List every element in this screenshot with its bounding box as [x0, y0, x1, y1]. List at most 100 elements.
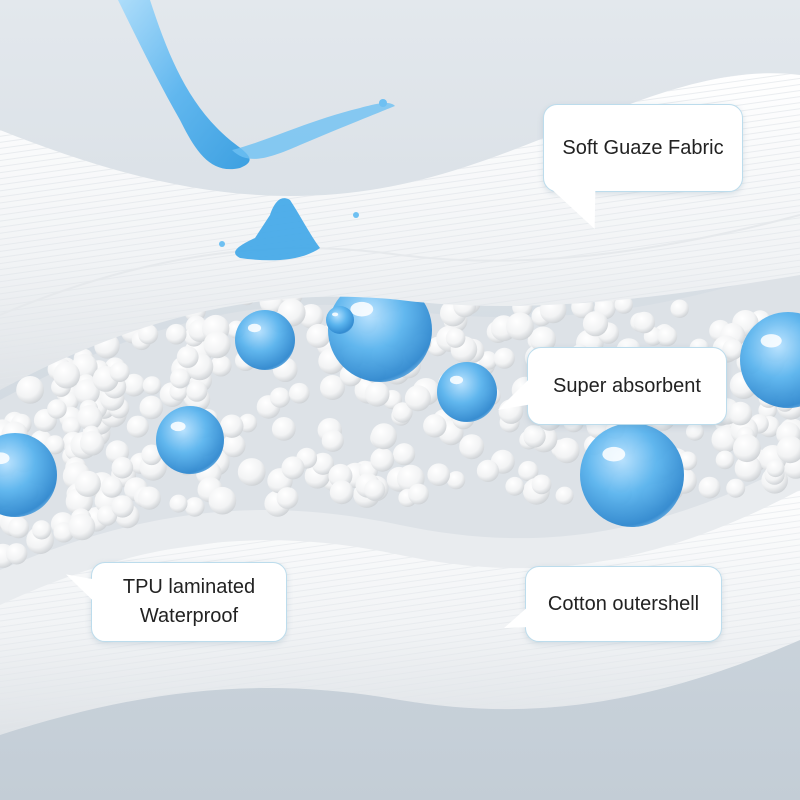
white-bead-icon [47, 399, 67, 419]
tpu-label-line2: Waterproof [139, 605, 239, 627]
white-bead-icon [109, 362, 130, 382]
white-bead-icon [203, 331, 231, 359]
white-bead-icon [208, 486, 237, 515]
cotton-outershell-callout: Cotton outershell [525, 566, 722, 642]
white-bead-icon [281, 456, 305, 480]
white-bead-icon [169, 494, 188, 513]
white-bead-icon [476, 459, 499, 482]
white-bead-icon [734, 455, 762, 482]
white-bead-icon [5, 543, 28, 565]
white-bead-icon [447, 471, 466, 490]
gel-bead-highlight [332, 312, 339, 317]
white-bead-icon [8, 517, 29, 539]
white-bead-icon [165, 323, 187, 345]
white-bead-icon [715, 450, 735, 470]
white-bead-icon [276, 487, 299, 509]
white-bead-icon [531, 474, 552, 495]
white-bead-icon [733, 434, 761, 463]
white-bead-icon [269, 387, 291, 408]
white-bead-icon [271, 417, 296, 441]
cotton-outershell-label: Cotton outershell [547, 592, 700, 615]
white-bead-icon [364, 381, 390, 407]
white-bead-icon [554, 437, 580, 464]
white-bead-icon [445, 328, 466, 348]
gel-bead-highlight [602, 446, 626, 462]
white-bead-icon [478, 351, 498, 370]
white-bead-icon [392, 402, 413, 423]
white-bead-icon [31, 520, 52, 540]
white-bead-icon [370, 447, 395, 472]
white-bead-icon [776, 436, 800, 464]
white-bead-icon [506, 312, 534, 341]
blue-gel-bead-icon [0, 433, 57, 517]
white-bead-icon [74, 470, 101, 497]
white-bead-icon [62, 416, 81, 436]
white-bead-icon [122, 373, 146, 397]
white-bead-icon [101, 476, 123, 498]
white-bead-icon [111, 495, 134, 518]
white-bead-icon [141, 444, 162, 466]
blue-gel-bead-icon [156, 406, 224, 474]
white-bead-icon [79, 430, 105, 456]
white-bead-icon [306, 323, 331, 348]
white-bead-icon [555, 486, 574, 505]
white-bead-icon [320, 375, 345, 400]
super-absorbent-callout: Super absorbent [527, 347, 727, 425]
white-bead-icon [408, 483, 429, 505]
white-bead-icon [311, 452, 334, 475]
white-bead-icon [633, 311, 655, 334]
gel-bead-highlight [449, 375, 464, 385]
white-bead-icon [126, 415, 149, 438]
gel-bead-highlight [170, 421, 186, 432]
white-bead-icon [530, 326, 556, 353]
white-bead-icon [766, 459, 785, 478]
white-bead-icon [523, 425, 546, 448]
white-bead-icon [698, 476, 721, 499]
white-bead-icon [423, 414, 447, 438]
white-bead-icon [77, 405, 103, 431]
soft-gauze-fabric-label: Soft Guaze Fabric [562, 136, 724, 159]
white-bead-icon [74, 379, 100, 405]
white-bead-icon [370, 423, 397, 450]
white-bead-icon [582, 311, 609, 337]
white-bead-icon [16, 376, 44, 404]
blue-gel-bead-icon [740, 312, 800, 408]
white-bead-icon [657, 326, 678, 347]
white-bead-icon [186, 380, 208, 402]
white-bead-icon [505, 476, 525, 496]
white-bead-icon [393, 443, 416, 466]
super-absorbent-label: Super absorbent [553, 374, 701, 397]
white-bead-icon [184, 497, 205, 517]
water-stream-icon [118, 0, 395, 261]
white-bead-icon [614, 295, 633, 314]
blue-gel-bead-icon [235, 310, 295, 370]
white-bead-icon [139, 395, 164, 420]
white-bead-icon [45, 435, 65, 455]
white-bead-icon [53, 361, 80, 389]
white-bead-icon [459, 434, 485, 460]
soft-gauze-fabric-callout: Soft Guaze Fabric [543, 104, 743, 192]
tpu-label-line1: TPU laminated [122, 576, 256, 598]
white-bead-icon [142, 376, 162, 395]
white-bead-icon [427, 463, 451, 487]
gel-bead-highlight [350, 301, 374, 317]
white-bead-icon [321, 429, 344, 452]
white-bead-icon [518, 460, 539, 482]
white-bead-icon [222, 433, 246, 458]
gel-bead-highlight [247, 323, 262, 333]
white-bead-icon [170, 368, 191, 389]
white-bead-icon [210, 355, 232, 377]
white-bead-icon [722, 339, 744, 360]
gel-bead-highlight [760, 334, 782, 348]
white-bead-icon [493, 347, 515, 369]
white-bead-icon [68, 513, 96, 541]
white-bead-icon [138, 324, 159, 345]
white-bead-icon [289, 382, 310, 404]
white-bead-icon [220, 414, 244, 438]
tpu-waterproof-callout: TPU laminated Waterproof [91, 562, 287, 642]
white-bead-icon [670, 299, 689, 318]
white-bead-icon [176, 346, 199, 368]
blue-gel-bead-icon [580, 423, 684, 527]
white-bead-icon [364, 479, 386, 501]
